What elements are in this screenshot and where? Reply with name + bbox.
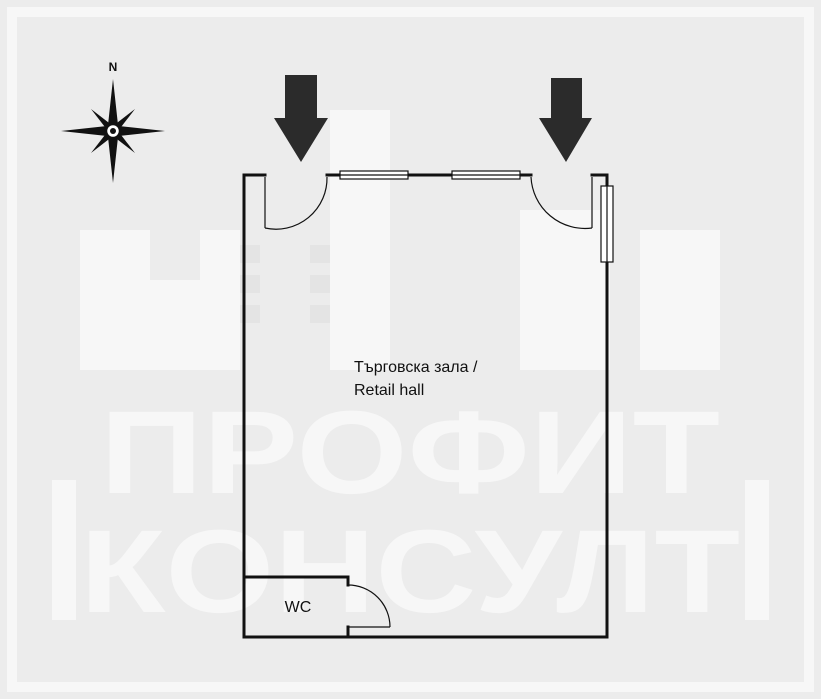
- compass-north-label: N: [109, 60, 118, 74]
- compass-point-west: [61, 126, 107, 136]
- down-arrow-icon: [274, 75, 328, 162]
- compass-point-south: [108, 137, 118, 183]
- compass-icon: [61, 79, 165, 183]
- entrance-arrow-left: [274, 75, 328, 162]
- entrance-arrow-right: [539, 78, 592, 162]
- watermark-logo: [52, 110, 769, 620]
- watermark-window: [310, 305, 330, 323]
- door-right-swing: [530, 176, 593, 230]
- watermark-line2: КОНСУЛТ: [80, 506, 740, 638]
- down-arrow-icon: [539, 78, 592, 162]
- watermark-windows: [240, 245, 330, 323]
- watermark-block: [520, 210, 610, 370]
- outer-frame: [7, 7, 814, 692]
- wc-label: WC: [285, 599, 312, 616]
- watermark-line1: ПРОФИТ: [100, 387, 720, 519]
- retail-hall-label-line1: Търговска зала /: [354, 359, 478, 376]
- watermark-block: [150, 280, 200, 370]
- watermark-window: [310, 275, 330, 293]
- watermark-block: [52, 480, 76, 620]
- watermark-block: [640, 230, 720, 370]
- watermark-window: [310, 245, 330, 263]
- watermark-block: [80, 230, 150, 370]
- wc-door-swing: [347, 584, 391, 628]
- door-left-swing: [264, 176, 328, 230]
- retail-hall-label-line2: Retail hall: [354, 382, 424, 399]
- compass-point-north: [108, 79, 118, 125]
- watermark-block: [200, 230, 240, 370]
- compass-center-dot: [110, 128, 116, 134]
- compass-point-east: [119, 126, 165, 136]
- watermark-block: [330, 110, 390, 370]
- windows: [339, 170, 614, 263]
- doors: [264, 176, 593, 628]
- watermark-block: [745, 480, 769, 620]
